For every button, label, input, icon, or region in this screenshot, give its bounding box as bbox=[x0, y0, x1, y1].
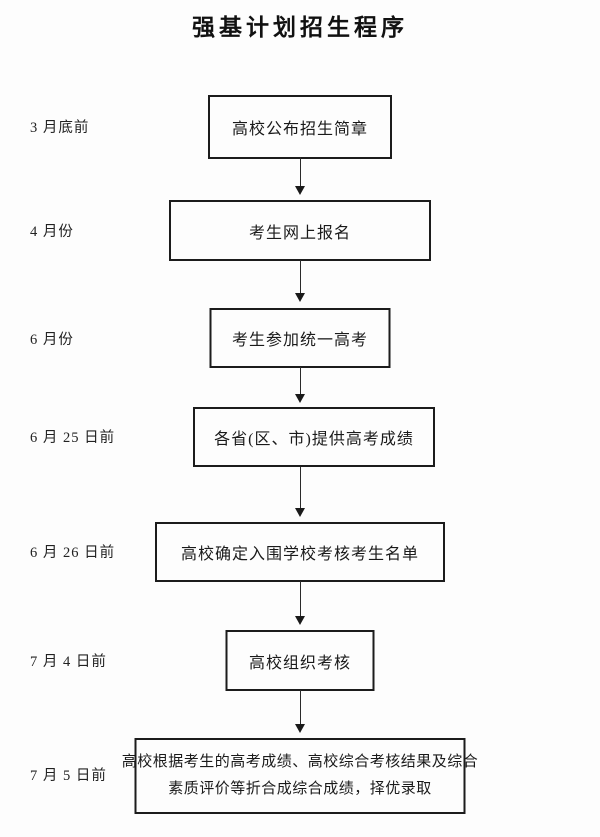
step-text: 高校确定入围学校考核考生名单 bbox=[180, 546, 419, 563]
arrow-head bbox=[295, 394, 305, 403]
arrow-head bbox=[295, 293, 305, 302]
arrow-shaft bbox=[299, 157, 301, 186]
down-arrow-icon bbox=[294, 581, 306, 625]
step-box: 各省(区、市)提供高考成绩 bbox=[193, 407, 435, 467]
step-text-line-2: 素质评价等折合成综合成绩，择优录取 bbox=[168, 781, 432, 797]
page-title: 强基计划招生程序 bbox=[192, 14, 408, 40]
time-label: 6 月 26 日前 bbox=[30, 545, 116, 561]
step-text: 高校组织考核 bbox=[248, 654, 351, 672]
step-box: 高校确定入围学校考核考生名单 bbox=[155, 522, 445, 582]
step-text-line-1: 高校根据考生的高考成绩、高校综合考核结果及综合 bbox=[121, 754, 479, 770]
step-text: 各省(区、市)提供高考成绩 bbox=[214, 431, 414, 448]
arrow-shaft bbox=[299, 467, 301, 508]
step-box: 考生网上报名 bbox=[169, 200, 431, 261]
step-text: 考生参加统一高考 bbox=[231, 332, 368, 349]
arrow-shaft bbox=[299, 260, 301, 293]
step-text: 考生网上报名 bbox=[248, 224, 351, 242]
step-box: 考生参加统一高考 bbox=[209, 308, 391, 368]
arrow-shaft bbox=[299, 690, 301, 724]
step-box: 高校公布招生简章 bbox=[208, 95, 392, 159]
step-box: 高校组织考核 bbox=[225, 630, 375, 691]
down-arrow-icon bbox=[294, 157, 306, 195]
time-label: 6 月份 bbox=[30, 332, 74, 348]
down-arrow-icon bbox=[294, 367, 306, 403]
arrow-head bbox=[295, 508, 305, 517]
arrow-shaft bbox=[299, 367, 301, 394]
down-arrow-icon bbox=[294, 260, 306, 302]
arrow-shaft bbox=[299, 581, 301, 616]
arrow-head bbox=[295, 724, 305, 733]
down-arrow-icon bbox=[294, 467, 306, 517]
step-text: 高校公布招生简章 bbox=[231, 121, 368, 138]
time-label: 3 月底前 bbox=[30, 120, 90, 136]
time-label: 7 月 5 日前 bbox=[30, 768, 107, 784]
time-label: 6 月 25 日前 bbox=[30, 430, 116, 446]
arrow-head bbox=[295, 616, 305, 625]
down-arrow-icon bbox=[294, 690, 306, 733]
arrow-head bbox=[295, 186, 305, 195]
time-label: 7 月 4 日前 bbox=[30, 654, 107, 670]
time-label: 4 月份 bbox=[30, 224, 74, 240]
step-box: 高校根据考生的高考成绩、高校综合考核结果及综合 素质评价等折合成综合成绩，择优录… bbox=[122, 738, 478, 814]
